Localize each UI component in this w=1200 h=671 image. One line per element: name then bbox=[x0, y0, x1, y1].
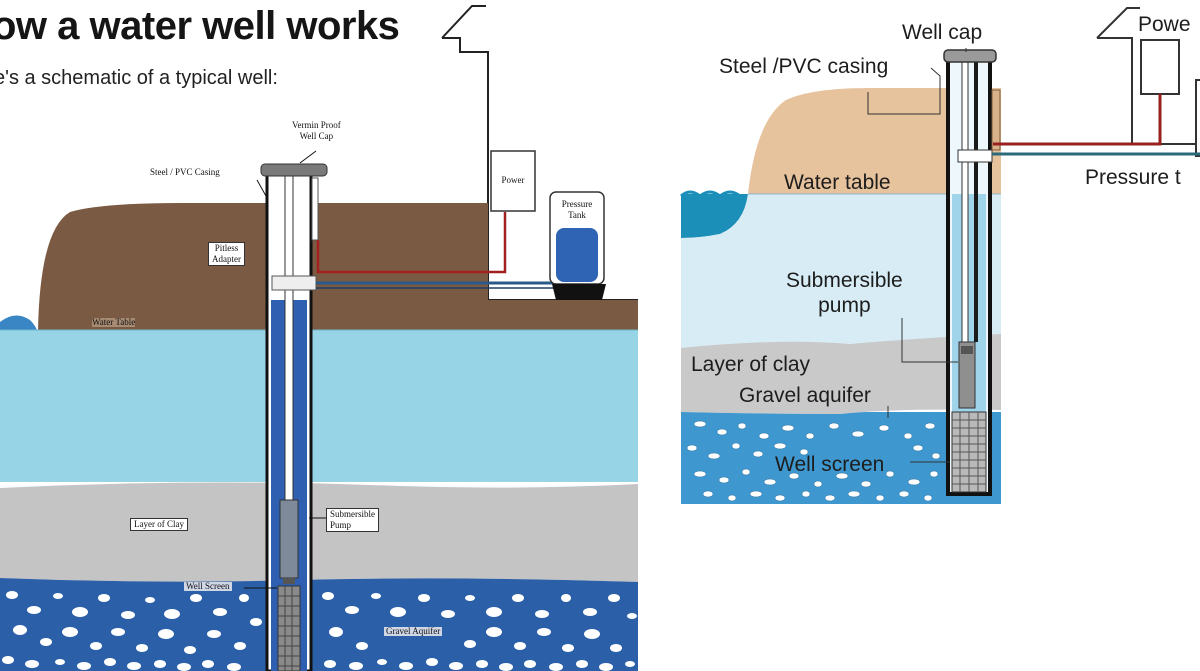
right-pressure-label: Pressure t bbox=[1085, 166, 1181, 189]
right-pump-body bbox=[958, 341, 976, 409]
right-gravel-label: Gravel aquifer bbox=[739, 384, 871, 407]
right-well-cap-label: Well cap bbox=[902, 21, 983, 44]
casing-label: Steel / PVC Casing bbox=[150, 167, 220, 177]
pitless-adapter-label: Pitless Adapter bbox=[208, 242, 245, 266]
right-power-box bbox=[1140, 39, 1180, 95]
right-water-table-label: Water table bbox=[784, 171, 891, 194]
clay-label: Layer of Clay bbox=[130, 518, 188, 531]
right-pitless-adapter bbox=[957, 149, 993, 163]
right-pump-label-line1: Submersible bbox=[786, 269, 903, 292]
right-gravel-aquifer bbox=[681, 412, 1001, 504]
right-clay-label: Layer of clay bbox=[691, 353, 811, 376]
power-box bbox=[490, 150, 536, 212]
pressure-tank-label-line1: Pressure bbox=[561, 199, 593, 209]
right-well-screen bbox=[951, 411, 987, 493]
well-screen-label: Well Screen bbox=[184, 581, 232, 591]
vermin-cap-label: Vermin Proof Well Cap bbox=[292, 121, 341, 141]
page-subtitle: e's a schematic of a typical well: bbox=[0, 67, 278, 89]
power-wire bbox=[316, 212, 507, 274]
right-lake bbox=[681, 194, 748, 238]
clay-layer bbox=[0, 482, 638, 582]
well-cap bbox=[260, 163, 328, 177]
pressure-tank-label: Pressure Tank bbox=[554, 200, 600, 220]
right-well-cap bbox=[943, 49, 997, 63]
water-label: Water bbox=[2, 304, 24, 314]
right-casing-label: Steel /PVC casing bbox=[719, 55, 889, 78]
water-table-layer bbox=[0, 330, 638, 482]
pitless-adapter-label-line1: Pitless bbox=[214, 243, 239, 253]
right-water-table bbox=[681, 194, 1001, 348]
pressure-tank bbox=[556, 228, 598, 282]
well-screen bbox=[277, 585, 301, 671]
vermin-cap-label-line2: Well Cap bbox=[299, 131, 334, 141]
gravel-aquifer-label: Gravel Aquifer bbox=[384, 626, 443, 636]
pump-label: Submersible Pump bbox=[326, 508, 379, 532]
right-power-wire bbox=[993, 94, 1162, 146]
right-power-label: Powe bbox=[1138, 13, 1191, 36]
page-title: ow a water well works bbox=[0, 4, 400, 48]
right-pump-label-line2: pump bbox=[818, 294, 871, 317]
pitless-adapter bbox=[271, 275, 317, 291]
pump-label-line1: Submersible bbox=[330, 509, 375, 519]
gravel-aquifer bbox=[0, 578, 638, 671]
right-house-outline bbox=[1096, 7, 1200, 145]
pitless-adapter-label-line2: Adapter bbox=[212, 254, 241, 264]
right-screen-label: Well screen bbox=[775, 453, 885, 476]
pump-body bbox=[279, 499, 299, 579]
water-table-label: Water Table bbox=[92, 317, 136, 327]
right-pump-label: Submersible pump bbox=[786, 270, 903, 316]
pump-label-line2: Pump bbox=[330, 520, 352, 530]
pressure-tank-label-line2: Tank bbox=[568, 210, 586, 220]
vermin-cap-label-line1: Vermin Proof bbox=[292, 120, 341, 130]
right-clay bbox=[681, 334, 1001, 414]
soil-layer bbox=[38, 203, 638, 330]
power-label: Power bbox=[501, 175, 525, 185]
